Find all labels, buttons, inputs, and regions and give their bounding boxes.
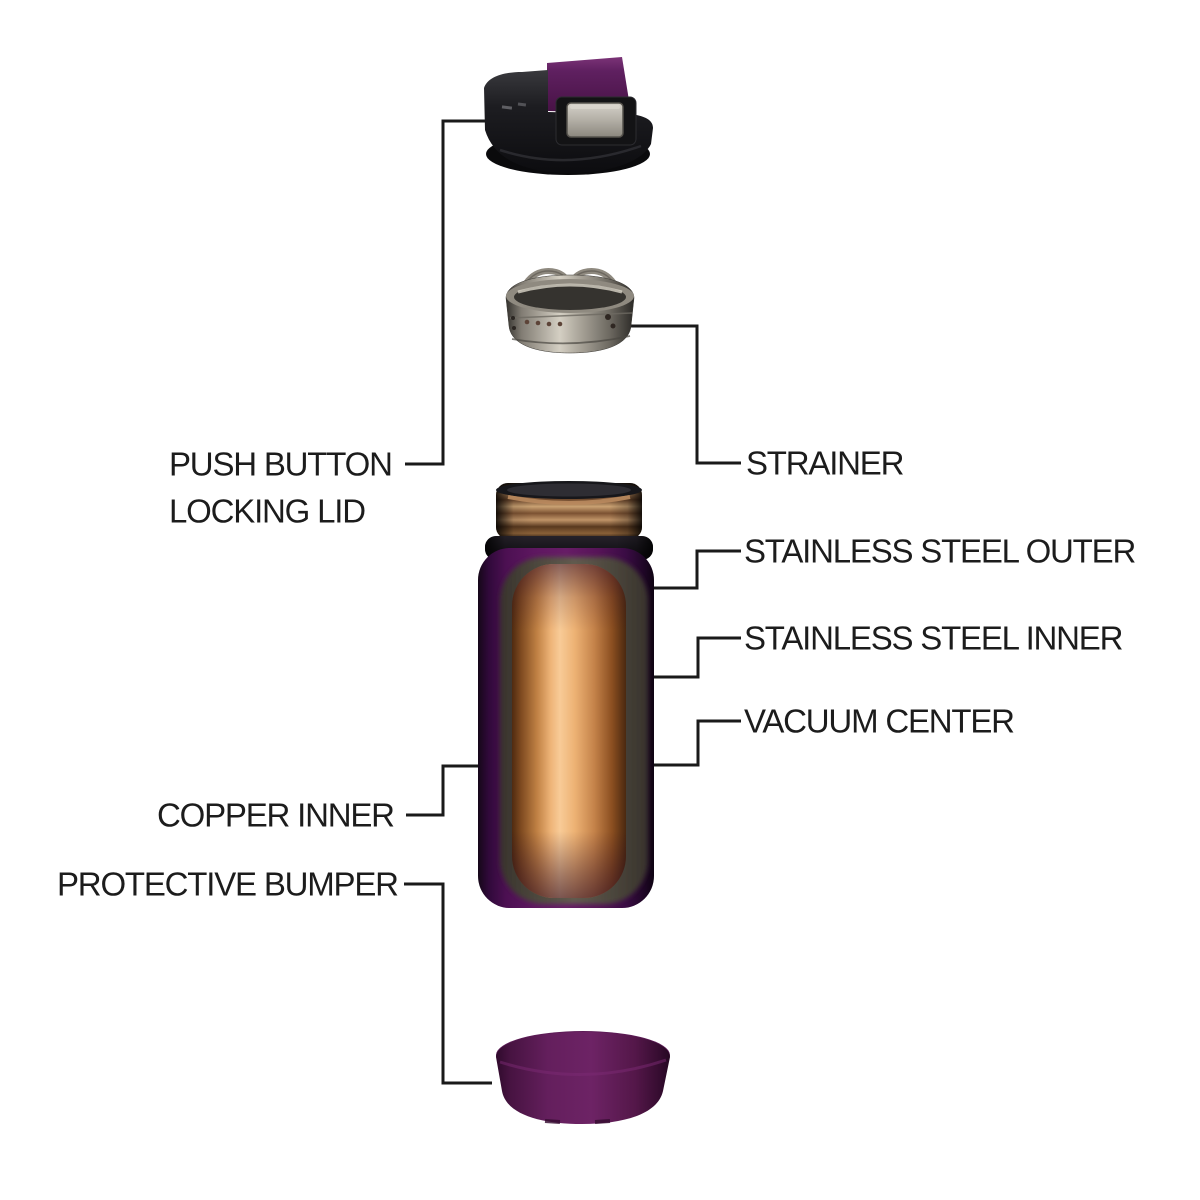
label-push-button-locking-lid-line2: LOCKING LID: [169, 492, 366, 530]
strainer-rim-highlight: [517, 283, 623, 294]
label-protective-bumper: PROTECTIVE BUMPER: [57, 865, 399, 903]
bumper-body: [496, 1032, 670, 1124]
bumper-illustration: [496, 1031, 670, 1124]
leader-stainless-steel-inner: [628, 636, 741, 679]
lid-seam-mark-2: [517, 102, 527, 107]
leader-stainless-steel-outer: [637, 549, 741, 590]
strainer-groove-top: [509, 312, 633, 319]
strainer-interior: [514, 284, 626, 310]
lid-button-highlight: [570, 105, 620, 109]
lid-illustration: [484, 57, 653, 175]
lid-seam-mark: [501, 105, 513, 110]
label-strainer: STRAINER: [746, 444, 904, 482]
leader-strainer: [629, 324, 741, 465]
bottle-illustration: [478, 481, 654, 908]
label-vacuum-center: VACUUM CENTER: [744, 702, 1015, 740]
label-stainless-steel-inner: STAINLESS STEEL INNER: [744, 619, 1123, 657]
leader-protective-bumper: [404, 882, 492, 1085]
bottle-thread-arc: [507, 495, 631, 505]
strainer-illustration: [505, 268, 635, 354]
bumper-base-notches: [544, 1119, 611, 1124]
label-stainless-steel-outer: STAINLESS STEEL OUTER: [744, 532, 1136, 570]
label-push-button-locking-lid-line1: PUSH BUTTON: [169, 445, 393, 483]
bumper-rim-highlight: [499, 1058, 667, 1076]
bottle-neck-opening: [507, 483, 631, 497]
bottle-copper-shading: [512, 564, 626, 898]
label-copper-inner: COPPER INNER: [157, 796, 395, 834]
strainer-holes: [511, 314, 616, 330]
strainer-groove-bottom: [511, 335, 631, 345]
lid-push-button: [566, 102, 624, 138]
leader-vacuum-center: [643, 719, 741, 767]
lid-thread-line: [499, 144, 642, 162]
